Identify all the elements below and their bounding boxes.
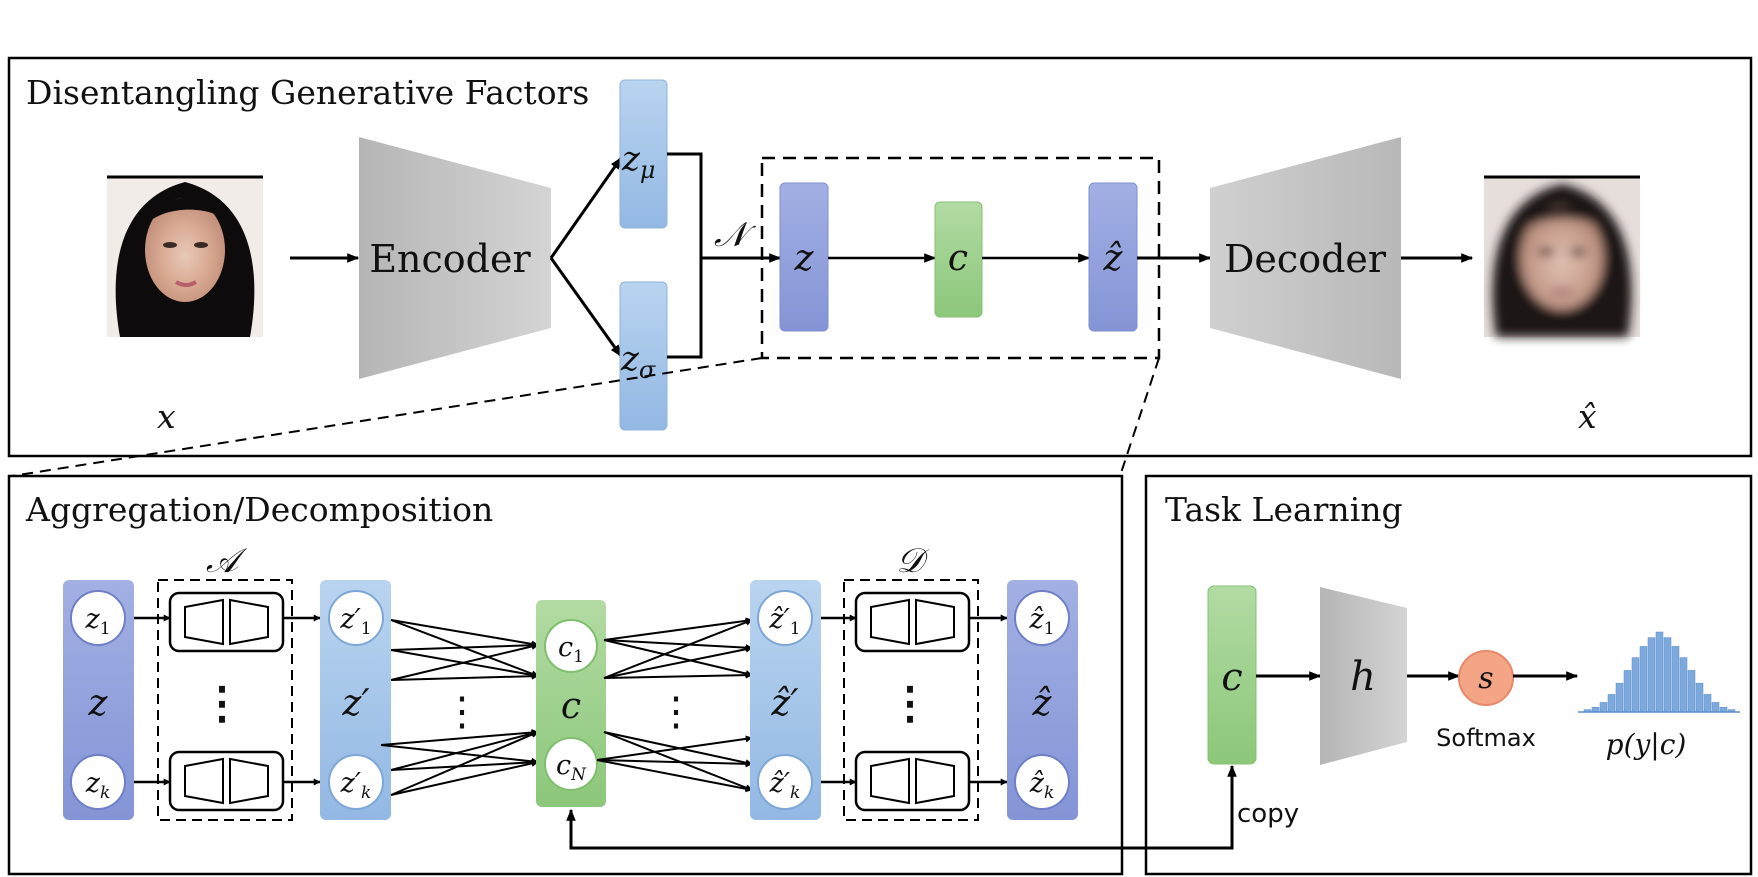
histogram-bar bbox=[1623, 670, 1632, 713]
merge-line-zsigma bbox=[667, 258, 703, 359]
latent-dashed-box bbox=[760, 156, 1161, 360]
aggregation-dots-right: ⋮ bbox=[656, 689, 696, 735]
arrow-encoder-to-zmu bbox=[549, 157, 623, 259]
softmax-node-label: s bbox=[1478, 661, 1493, 696]
aggregation-dots-left: ⋮ bbox=[442, 689, 482, 735]
decoder-block bbox=[1210, 137, 1401, 379]
histogram-bar bbox=[1703, 694, 1712, 713]
z1-node bbox=[70, 590, 126, 646]
cN-node bbox=[544, 737, 598, 791]
softmax-label: Softmax bbox=[1436, 724, 1536, 752]
normal-dist-label: 𝒩 bbox=[714, 215, 757, 255]
top-panel-frame bbox=[7, 56, 1753, 458]
A-dots: ⋮ bbox=[200, 678, 244, 729]
aggregation-connections bbox=[380, 619, 539, 796]
zhp1-node bbox=[757, 590, 813, 646]
output-distribution-histogram bbox=[1578, 631, 1740, 713]
task-c-label: c bbox=[1221, 655, 1242, 699]
c-label: c bbox=[948, 238, 968, 279]
decomposition-connections bbox=[596, 617, 753, 793]
histogram-bar bbox=[1655, 631, 1664, 713]
zhp1-label: ẑ′1 bbox=[768, 604, 800, 639]
c-block bbox=[934, 201, 983, 318]
zoom-line-right bbox=[1119, 357, 1160, 477]
z-sigma-label: zσ bbox=[620, 339, 656, 384]
merge-line-zmu bbox=[667, 152, 703, 258]
D-module-bottom bbox=[854, 750, 971, 812]
histogram-bar bbox=[1695, 682, 1704, 713]
copy-connector bbox=[566, 766, 1234, 850]
histogram-bar bbox=[1599, 702, 1608, 713]
input-face-image bbox=[107, 175, 263, 337]
histogram-bar bbox=[1647, 637, 1656, 713]
task-panel-frame bbox=[1144, 474, 1753, 876]
A-label: 𝒜 bbox=[206, 541, 248, 581]
A-module-box bbox=[157, 579, 293, 821]
decoder-label: Decoder bbox=[1224, 237, 1387, 281]
histogram-bar bbox=[1631, 657, 1640, 713]
D-module-top bbox=[854, 591, 971, 653]
c-column-label: c bbox=[561, 686, 581, 727]
z-mu-label: zμ bbox=[621, 139, 656, 184]
zp1-label: z′1 bbox=[339, 604, 371, 639]
histogram-bar bbox=[1615, 682, 1624, 713]
zp1-node bbox=[328, 590, 384, 646]
histogram-bar bbox=[1639, 646, 1648, 713]
output-distribution-label: p(y|c) bbox=[1606, 728, 1687, 761]
D-label: 𝒟 bbox=[896, 541, 929, 581]
zpk-label: z′k bbox=[340, 768, 372, 803]
histogram-bar bbox=[1687, 670, 1696, 713]
top-panel-title: Disentangling Generative Factors bbox=[26, 73, 589, 112]
copy-label: copy bbox=[1237, 799, 1299, 829]
h-label: h bbox=[1350, 654, 1376, 700]
histogram-bar bbox=[1711, 702, 1720, 713]
histogram-bar bbox=[1607, 694, 1616, 713]
encoder-block bbox=[359, 137, 551, 379]
z-hat-label: ẑ bbox=[1103, 238, 1124, 279]
zh1-node bbox=[1014, 590, 1070, 646]
z1-label: z1 bbox=[84, 604, 110, 639]
histogram-bar bbox=[1671, 646, 1680, 713]
zk-label: zk bbox=[85, 768, 111, 803]
aggregation-panel-title: Aggregation/Decomposition bbox=[25, 490, 493, 529]
c1-label: c1 bbox=[558, 632, 584, 667]
c1-node bbox=[544, 619, 598, 673]
encoder-label: Encoder bbox=[369, 237, 531, 281]
aggregation-panel-frame bbox=[7, 474, 1124, 876]
histogram-bar bbox=[1663, 637, 1672, 713]
zh1-label: ẑ1 bbox=[1028, 604, 1054, 639]
output-face-image bbox=[1484, 175, 1640, 337]
zpk-node bbox=[328, 754, 384, 810]
zk-node bbox=[70, 754, 126, 810]
zhk-label: ẑk bbox=[1029, 768, 1055, 803]
z-label: z bbox=[794, 238, 815, 279]
zhat-column-label: ẑ bbox=[1032, 683, 1053, 724]
zhpk-label: ẑ′k bbox=[769, 768, 801, 803]
zoom-line-left bbox=[11, 357, 763, 477]
A-module-bottom bbox=[168, 750, 285, 812]
zhpk-node bbox=[757, 754, 813, 810]
A-module-top bbox=[168, 591, 285, 653]
output-label: x̂ bbox=[1578, 397, 1597, 436]
h-block bbox=[1320, 587, 1407, 765]
z-column-label: z bbox=[88, 683, 109, 724]
zhat-prime-column-label: ẑ′ bbox=[770, 683, 798, 724]
arrow-encoder-to-zsigma bbox=[549, 257, 623, 357]
task-panel-title: Task Learning bbox=[1165, 490, 1403, 529]
D-dots: ⋮ bbox=[888, 678, 932, 729]
cN-label: cN bbox=[556, 750, 587, 785]
D-module-box bbox=[843, 579, 979, 821]
softmax-node bbox=[1458, 650, 1514, 706]
zprime-column-label: z′ bbox=[341, 683, 369, 724]
histogram-bar bbox=[1679, 657, 1688, 713]
zhk-node bbox=[1014, 754, 1070, 810]
input-label: x bbox=[157, 397, 176, 436]
